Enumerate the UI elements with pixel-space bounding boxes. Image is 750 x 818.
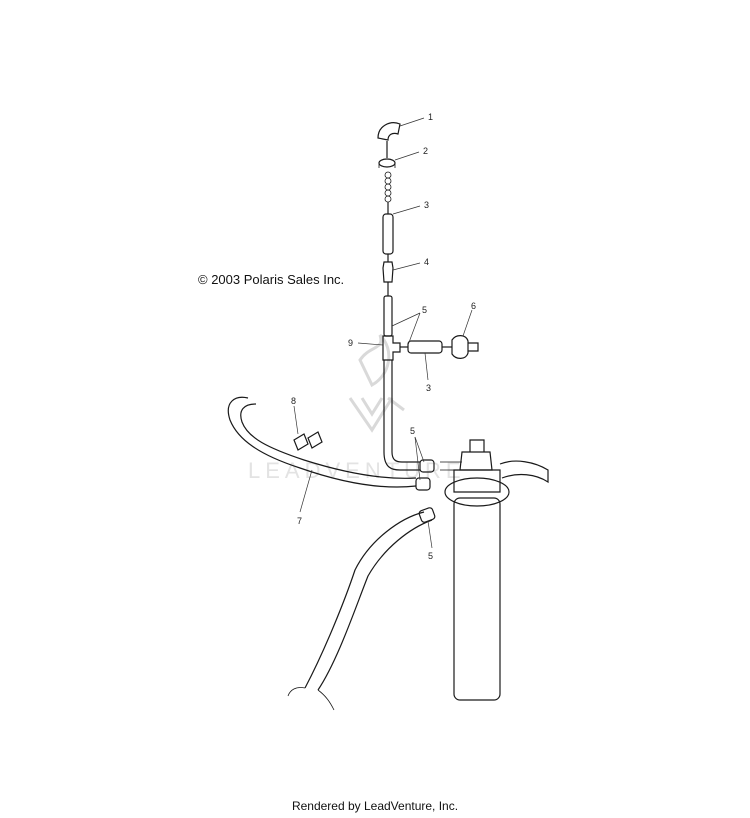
inline-filter-upper [382,213,394,255]
callout-7: 7 [297,516,302,526]
hose-clamp [378,158,396,168]
callout-8: 8 [291,396,296,406]
callout-numbers: 1 2 3 4 5 6 9 3 8 5 7 5 [291,112,476,561]
hose-segment-upper [383,295,393,337]
bead-chain [384,171,392,203]
callout-1: 1 [428,112,433,122]
elbow-cap [377,122,401,141]
callout-3b: 3 [426,383,431,393]
callout-5b: 5 [410,426,415,436]
callout-3: 3 [424,200,429,210]
hose-fitting-c [418,507,436,523]
leader-lines [293,117,473,549]
tee-fitting [382,335,401,361]
fuel-hose-vertical [383,360,420,471]
long-hose [227,396,417,488]
primer-bulb [451,335,469,359]
copyright-text: © 2003 Polaris Sales Inc. [198,272,345,287]
callout-2: 2 [423,146,428,156]
hose-fitting-a [419,459,435,473]
callout-5c: 5 [428,551,433,561]
callout-9: 9 [348,338,353,348]
watermark-text: LEADVENTURE [248,458,466,483]
callout-4: 4 [424,257,429,267]
inline-filter-side [407,340,443,354]
tank-drop-hose [287,507,436,711]
fuel-line-assembly [377,122,479,491]
footer-credit: Rendered by LeadVenture, Inc. [291,799,459,813]
hose-clip [293,431,323,451]
check-valve [382,261,394,283]
callout-5: 5 [422,305,427,315]
fuel-tank [440,439,549,701]
hose-fitting-b [415,477,431,491]
callout-6: 6 [471,301,476,311]
